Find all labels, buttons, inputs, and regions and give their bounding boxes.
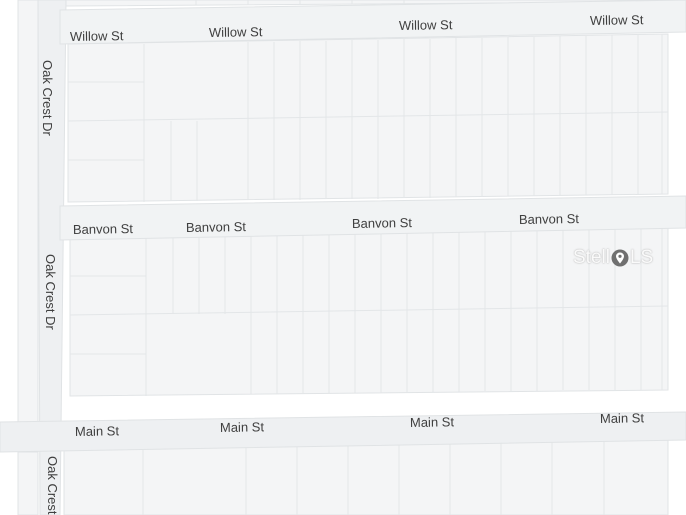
- street-label-banvon-4: Banvon St: [519, 211, 580, 227]
- watermark-suffix: LS: [629, 247, 654, 268]
- street-label-main-1: Main St: [75, 423, 120, 439]
- lot-lines: [67, 0, 669, 515]
- street-label-oak-crest-1: Oak Crest Dr: [40, 60, 55, 137]
- block-north: [67, 33, 669, 203]
- watermark-prefix: Stell: [573, 247, 610, 268]
- street-label-main-3: Main St: [410, 414, 455, 430]
- blocks: [17, 0, 669, 515]
- street-label-willow-1: Willow St: [70, 28, 124, 44]
- map-pin-icon: [611, 249, 629, 267]
- street-label-banvon-2: Banvon St: [186, 219, 247, 235]
- street-label-banvon-1: Banvon St: [73, 221, 134, 237]
- block-south: [63, 439, 669, 515]
- street-label-willow-4: Willow St: [590, 12, 644, 28]
- road-banvon-st: [59, 195, 686, 241]
- street-labels: Willow St Willow St Willow St Willow St …: [40, 12, 645, 515]
- block-west-south: [17, 451, 39, 515]
- street-label-oak-crest-3: Oak Crest: [45, 456, 60, 515]
- street-label-oak-crest-2: Oak Crest Dr: [43, 254, 58, 331]
- street-label-banvon-3: Banvon St: [352, 215, 413, 231]
- street-label-main-4: Main St: [600, 410, 645, 426]
- stellar-mls-watermark: Stell LS: [573, 246, 653, 270]
- road-main-st: [0, 411, 686, 453]
- street-label-main-2: Main St: [220, 419, 265, 435]
- road-willow-st: [59, 0, 686, 45]
- road-oak-crest-dr: [37, 0, 67, 515]
- street-label-willow-3: Willow St: [399, 17, 453, 33]
- block-west: [17, 0, 39, 423]
- street-label-willow-2: Willow St: [209, 24, 263, 40]
